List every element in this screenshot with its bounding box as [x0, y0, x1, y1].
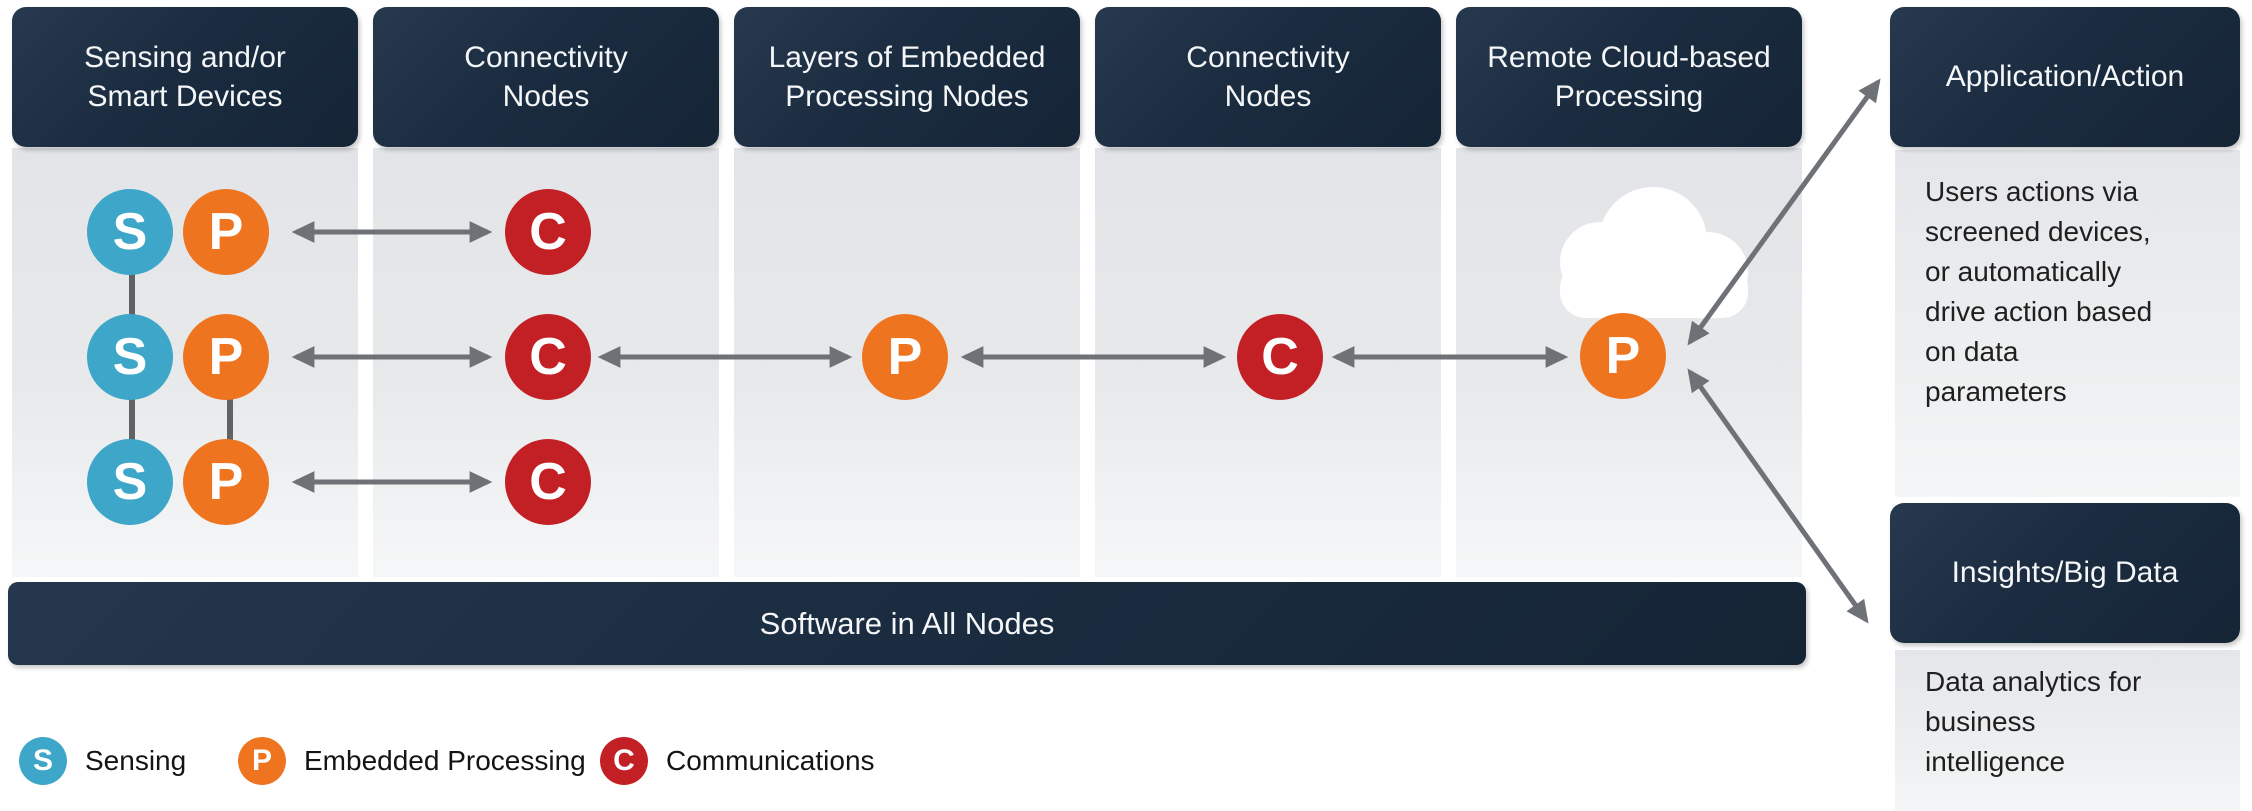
header-line: Sensing and/or: [84, 41, 286, 74]
column-header-connectivity-1: Connectivity Nodes: [373, 7, 719, 147]
description-line: drive action based: [1925, 296, 2153, 327]
header-line: Connectivity: [464, 41, 628, 74]
legend-label: Sensing: [85, 745, 187, 776]
application-section-bg: [1895, 150, 2240, 497]
description-line: screened devices,: [1925, 216, 2151, 247]
sensing-node: S: [87, 189, 173, 275]
processing-node: P: [183, 189, 269, 275]
processing-legend-icon: P: [238, 737, 286, 785]
header-line: Processing Nodes: [785, 80, 1029, 113]
header-line: Nodes: [1224, 80, 1312, 113]
description-line: parameters: [1925, 376, 2067, 407]
legend-item-sensing: S Sensing: [19, 737, 186, 785]
arrow-p5-application: [1687, 78, 1881, 346]
sensing-node: S: [87, 439, 173, 525]
header-line: Connectivity: [1186, 41, 1350, 74]
sensing-legend-icon: S: [19, 737, 67, 785]
description-line: Data analytics for: [1925, 666, 2142, 697]
processing-node: P: [183, 439, 269, 525]
processing-node: P: [183, 314, 269, 400]
insights-section-bg: [1895, 650, 2240, 811]
legend-item-embedded-processing: P Embedded Processing: [238, 737, 586, 785]
communications-node: C: [1237, 314, 1323, 400]
header-line: Processing: [1554, 80, 1704, 113]
legend-item-communications: C Communications: [600, 737, 875, 785]
insights-big-data-box: Insights/Big Data: [1890, 503, 2240, 643]
legend-label: Embedded Processing: [304, 745, 586, 776]
communications-node: C: [505, 189, 591, 275]
description-line: business: [1925, 706, 2036, 737]
arrow-p5-insights: [1687, 368, 1869, 624]
description-line: on data: [1925, 336, 2019, 367]
communications-node: C: [505, 439, 591, 525]
sensing-node: S: [87, 314, 173, 400]
insights-description: Data analytics for business intelligence: [1925, 662, 2141, 782]
cloud-processing-node: P: [1580, 313, 1666, 399]
description-line: intelligence: [1925, 746, 2066, 777]
software-bar: Software in All Nodes: [8, 582, 1806, 665]
header-line: Smart Devices: [87, 80, 283, 113]
processing-node: P: [862, 314, 948, 400]
application-action-title: Application/Action: [1945, 60, 2185, 93]
software-bar-label: Software in All Nodes: [759, 605, 1055, 641]
communications-legend-icon: C: [600, 737, 648, 785]
description-line: Users actions via: [1925, 176, 2139, 207]
application-action-box: Application/Action: [1890, 7, 2240, 147]
application-action-description: Users actions via screened devices, or a…: [1925, 172, 2152, 412]
legend-label: Communications: [666, 745, 875, 776]
communications-node: C: [505, 314, 591, 400]
column-header-connectivity-2: Connectivity Nodes: [1095, 7, 1441, 147]
insights-big-data-title: Insights/Big Data: [1951, 556, 2179, 589]
header-line: Remote Cloud-based: [1487, 41, 1771, 74]
header-line: Nodes: [502, 80, 590, 113]
column-header-embedded-processing: Layers of Embedded Processing Nodes: [734, 7, 1080, 147]
header-line: Layers of Embedded: [768, 41, 1046, 74]
column-header-sensing-devices: Sensing and/or Smart Devices: [12, 7, 358, 147]
description-line: or automatically: [1925, 256, 2122, 287]
